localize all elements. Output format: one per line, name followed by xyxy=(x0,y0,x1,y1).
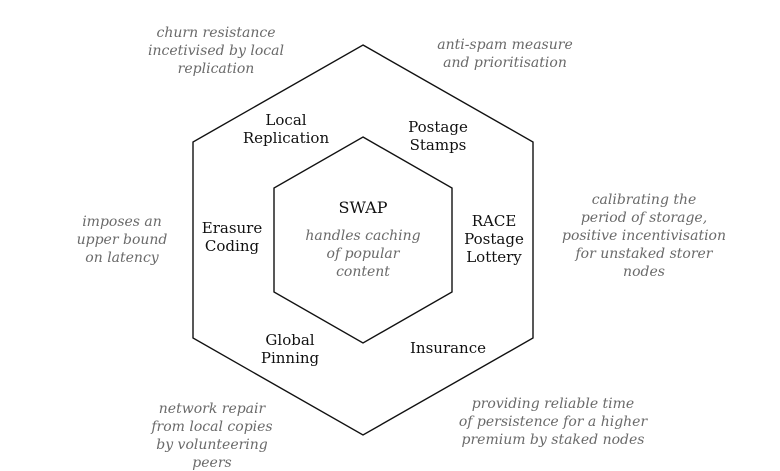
center-title: SWAP xyxy=(338,198,388,217)
component-race-postage-lottery: RACE Postage Lottery xyxy=(464,212,524,266)
component-erasure-coding: Erasure Coding xyxy=(201,219,263,255)
outer-hexagon xyxy=(192,44,534,436)
component-postage-stamps: Postage Stamps xyxy=(408,118,468,154)
note-insurance: providing reliable time of persistence f… xyxy=(458,396,648,448)
component-local-replication: Local Replication xyxy=(242,111,330,147)
inner-hexagon xyxy=(273,136,453,344)
note-race-postage-lottery: calibrating the period of storage, posit… xyxy=(561,192,726,280)
note-global-pinning: network repair from local copies by volu… xyxy=(151,401,273,471)
note-postage-stamps: anti-spam measure and prioritisation xyxy=(437,37,573,71)
center-description: handles caching of popular content xyxy=(305,228,421,280)
note-local-replication: churn resistance incetivised by local re… xyxy=(148,25,284,77)
component-insurance: Insurance xyxy=(410,339,486,357)
component-global-pinning: Global Pinning xyxy=(260,331,320,367)
note-erasure-coding: imposes an upper bound on latency xyxy=(76,214,168,266)
